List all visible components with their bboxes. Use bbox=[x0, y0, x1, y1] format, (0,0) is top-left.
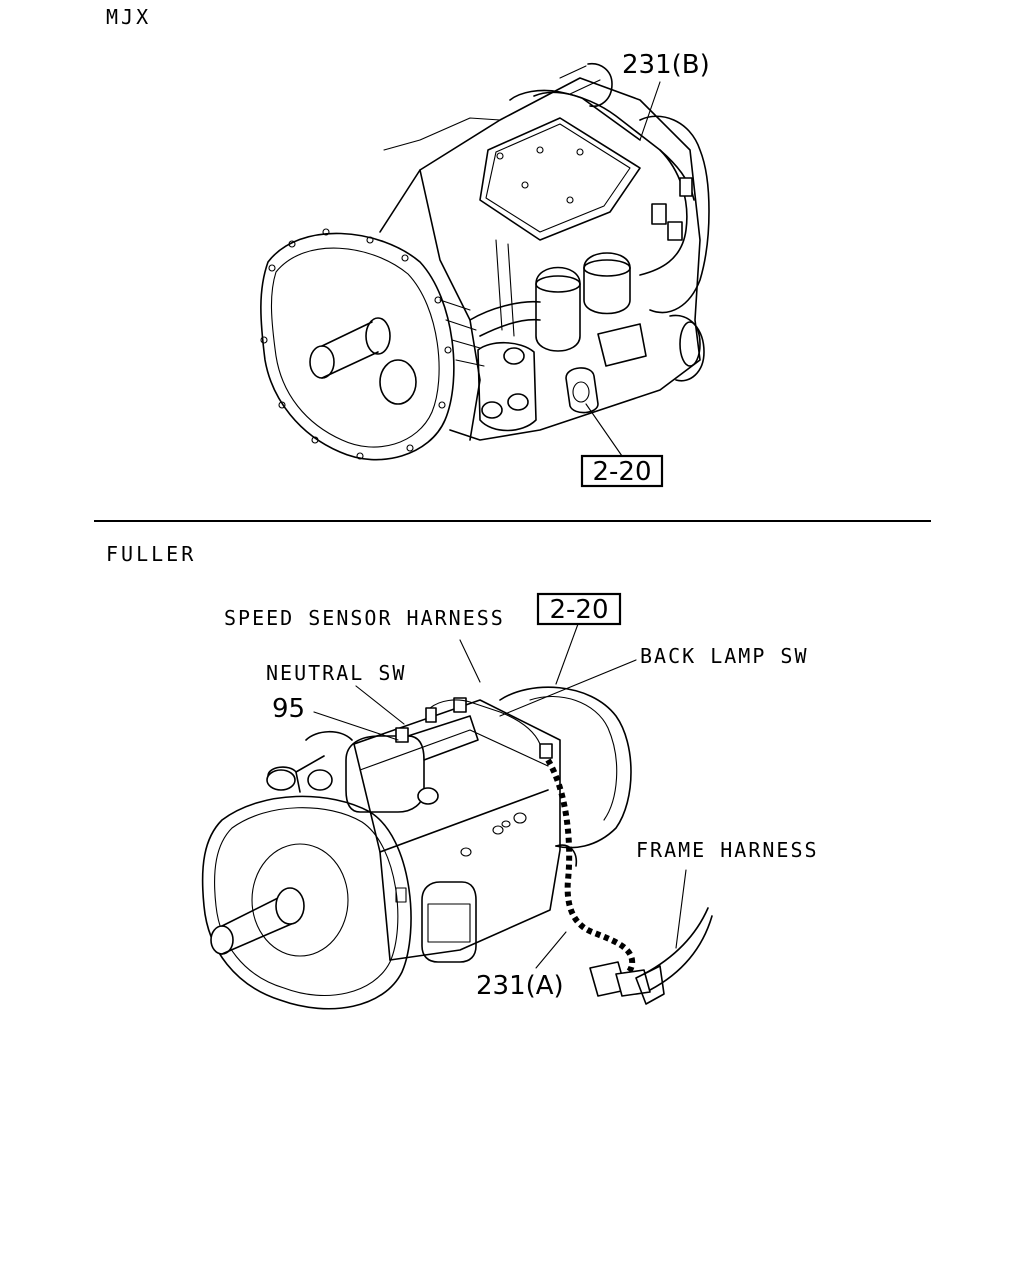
mjx-transmission-drawing bbox=[260, 62, 710, 461]
callout-neutral-sw: NEUTRAL SW bbox=[266, 661, 406, 685]
leader-231b bbox=[639, 81, 661, 141]
leader-ref-fuller bbox=[555, 623, 579, 685]
callout-speed-sensor-harness: SPEED SENSOR HARNESS bbox=[224, 606, 505, 630]
leader-back-lamp-sw bbox=[499, 659, 637, 717]
fuller-transmission-drawing bbox=[201, 686, 713, 1010]
ref-box-mjx-label: 2-20 bbox=[592, 457, 651, 487]
ref-box-fuller-label: 2-20 bbox=[549, 595, 608, 625]
leader-ref-mjx bbox=[585, 403, 623, 457]
callout-back-lamp-sw: BACK LAMP SW bbox=[640, 644, 809, 668]
ref-box-mjx bbox=[580, 454, 664, 488]
leader-neutral-sw bbox=[355, 685, 405, 725]
ref-box-fuller bbox=[536, 592, 622, 626]
leader-speed-sensor bbox=[459, 639, 481, 683]
leader-frame-harness bbox=[675, 869, 687, 949]
callout-231a: 231(A) bbox=[476, 971, 564, 1001]
callout-frame-harness: FRAME HARNESS bbox=[636, 838, 819, 862]
callout-231b: 231(B) bbox=[622, 50, 710, 80]
callout-95: 95 bbox=[272, 694, 305, 724]
leader-231a bbox=[535, 931, 567, 969]
leader-95 bbox=[313, 711, 399, 741]
section-title-mjx: MJX bbox=[106, 5, 151, 29]
section-title-fuller: FULLER bbox=[106, 542, 196, 566]
